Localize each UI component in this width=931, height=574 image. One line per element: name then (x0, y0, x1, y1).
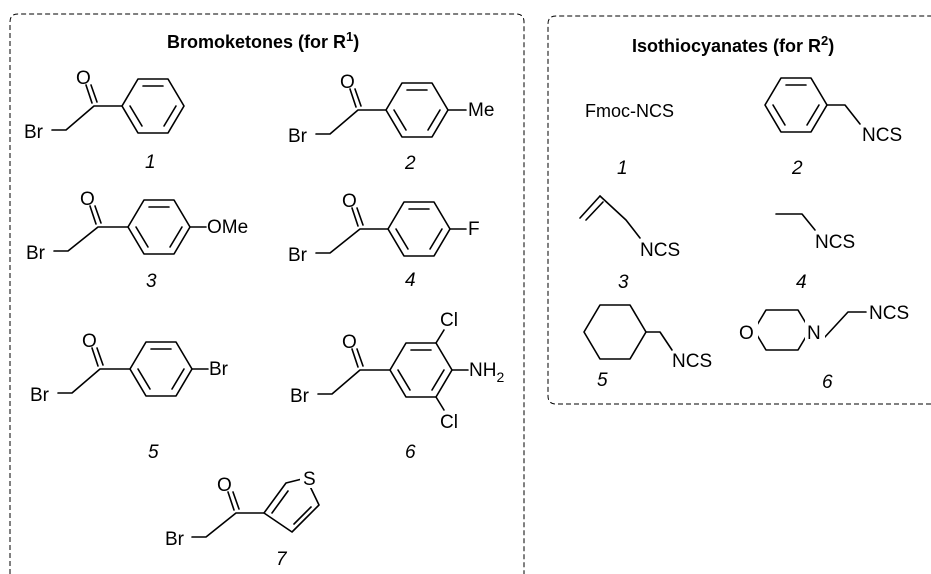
isothiocyanate-1-number: 1 (617, 158, 628, 179)
amino-label: NH2 (469, 360, 504, 385)
bromine-label: Br (30, 385, 50, 406)
isothiocyanate-5-number: 5 (597, 370, 608, 391)
nitrogen-label: N (807, 323, 821, 344)
bromine-label: Br (26, 243, 46, 264)
isothiocyanate-2-structure: NCS (764, 77, 902, 146)
fluorine-label: F (468, 219, 480, 240)
methoxy-label: OMe (207, 217, 248, 238)
bromoketone-6-number: 6 (405, 442, 416, 463)
oxygen-label: O (76, 68, 91, 89)
oxygen-label: O (739, 323, 754, 344)
isothiocyanate-6-number: 6 (822, 372, 833, 393)
isothiocyanate-3-structure: NCS (579, 195, 680, 261)
sulfur-label-backdrop (300, 466, 320, 488)
oxygen-label: O (80, 189, 95, 210)
bromoketone-7-structure: Br O S (165, 466, 320, 550)
chlorine-label: Cl (440, 412, 458, 433)
bromine-label: Br (24, 122, 44, 143)
bromine-label: Br (288, 245, 308, 266)
bromoketone-4-number: 4 (405, 270, 416, 291)
bromine-label: Br (209, 359, 229, 380)
oxygen-label: O (342, 332, 357, 353)
bromine-label: Br (165, 529, 185, 550)
bromoketone-2-number: 2 (404, 153, 416, 174)
isothiocyanate-2-number: 2 (791, 158, 803, 179)
bromoketone-1-structure: Br O (24, 68, 185, 143)
isothiocyanate-5-structure: NCS (583, 304, 712, 372)
ncs-label: NCS (640, 240, 680, 261)
chlorine-label: Cl (440, 310, 458, 331)
bromine-label: Br (290, 386, 310, 407)
bromoketone-6-structure: Br O Cl Cl NH2 (290, 310, 504, 433)
bromoketone-7-number: 7 (276, 549, 288, 570)
oxygen-label-backdrop (736, 320, 758, 342)
oxygen-label: O (82, 331, 97, 352)
isothiocyanate-6-structure: O N NCS (736, 303, 909, 351)
bromoketones-panel-border (9, 13, 525, 574)
bromoketones-title: Bromoketones (for R1) (167, 29, 359, 52)
bromoketone-1-number: 1 (145, 152, 156, 173)
bromoketone-3-structure: Br O OMe (26, 189, 248, 264)
ncs-label: NCS (815, 232, 855, 253)
oxygen-label: O (217, 475, 232, 496)
ncs-label: NCS (869, 303, 909, 324)
oxygen-label: O (340, 72, 355, 93)
ncs-label: NCS (862, 125, 902, 146)
nitrogen-label-backdrop (805, 320, 825, 342)
bromoketone-2-structure: Br O Me (288, 72, 494, 147)
bromoketone-5-number: 5 (148, 442, 159, 463)
oxygen-label: O (342, 191, 357, 212)
isothiocyanates-panel-border (547, 15, 931, 405)
bromoketone-3-number: 3 (146, 271, 157, 292)
sulfur-label: S (303, 469, 316, 490)
bromine-label: Br (288, 126, 308, 147)
fmoc-ncs-label: Fmoc-NCS (585, 101, 674, 121)
isothiocyanate-4-number: 4 (796, 272, 807, 293)
ncs-label: NCS (672, 351, 712, 372)
isothiocyanate-3-number: 3 (618, 272, 629, 293)
methyl-label: Me (468, 100, 494, 121)
isothiocyanates-title: Isothiocyanates (for R2) (632, 33, 834, 56)
isothiocyanate-4-structure: NCS (775, 213, 855, 253)
bromoketone-4-structure: Br O F (288, 191, 480, 266)
bromoketone-5-structure: Br O Br (30, 331, 229, 406)
